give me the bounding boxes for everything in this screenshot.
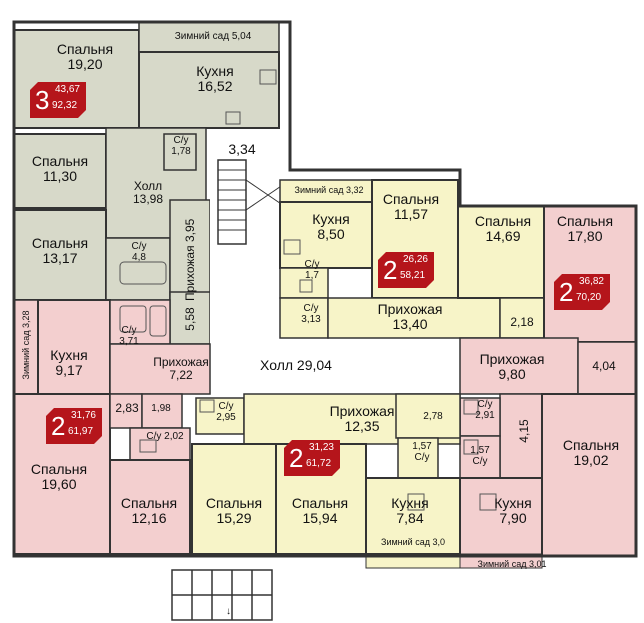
label-storage-2-18: 2,18 [510, 315, 534, 329]
room-kitchen-9-17 [37, 299, 111, 395]
entrance-arrow-icon: ↓ [226, 606, 231, 617]
apartment-badge-3-room: 3 43,67 92,32 [30, 82, 86, 118]
room-storage-2-83 [109, 393, 143, 429]
room-bedroom-19-02 [541, 393, 637, 557]
room-bedroom-12-16 [109, 459, 191, 555]
room-hallway-9-80 [459, 337, 579, 395]
label-bathroom-2-02: С/у 2,02 [146, 431, 184, 442]
label-hallway-3-95: Прихожая 3,95 [183, 218, 197, 301]
outer-wall [12, 20, 638, 558]
room-hallway-7-22 [109, 343, 211, 395]
room-kitchen-16-52 [138, 51, 280, 129]
apartment-badge-2-room-bottom: 2 31,23 61,72 [284, 440, 340, 476]
label-winter-3-28: Зимний сад 3,28 [21, 310, 31, 380]
room-storage-4-04 [577, 341, 637, 395]
apartment-3-room[interactable] [13, 21, 280, 345]
staircase [217, 159, 291, 245]
room-bathroom-1-7 [279, 267, 329, 299]
label-storage-2-83: 2,83 [115, 401, 139, 415]
label-winter-3-32: Зимний сад 3,32 [294, 185, 364, 195]
room-storage-2-18 [499, 297, 545, 339]
apartment-badge-2-room-center: 2 26,26 58,21 [378, 252, 434, 288]
room-bathroom-4-8 [105, 237, 171, 301]
label-storage-1-98: 1,98 [151, 403, 171, 414]
room-bedroom-14-69 [457, 205, 545, 299]
label-storage-2-78: 2,78 [423, 411, 443, 422]
label-winter-3-01: Зимний сад 3,01 [477, 559, 547, 569]
room-bathroom-2-95 [195, 397, 245, 435]
label-corridor-4-15: 4,15 [517, 419, 531, 443]
label-storage-4-04: 4,04 [592, 359, 616, 373]
winter-garden-3-28 [13, 299, 39, 395]
label-hall-29-04: Холл 29,04 [260, 357, 332, 373]
room-bathroom-1-57-right [459, 435, 501, 479]
label-winter-3-0: Зимний сад 3,0 [381, 537, 445, 547]
apartment-badge-2-room-right: 2 36,82 70,20 [554, 274, 610, 310]
room-storage-1-98 [141, 393, 183, 429]
winter-garden-5-04 [138, 21, 280, 53]
label-winter-5-04: Зимний сад 5,04 [174, 31, 252, 42]
label-stair-3-34: 3,34 [228, 141, 256, 157]
apartment-2-room-center[interactable] [279, 179, 545, 339]
apartment-badge-2-room-left: 2 31,76 61,97 [46, 408, 102, 444]
room-bathroom-1-78 [163, 133, 197, 171]
room-storage-2-78 [395, 393, 461, 439]
entrance-grid [171, 569, 273, 621]
furniture [119, 69, 497, 511]
room-kitchen-8-50 [279, 201, 373, 269]
apartment-2-room-bottom[interactable] [191, 393, 461, 555]
label-storage-5-58: 5,58 [183, 307, 197, 331]
